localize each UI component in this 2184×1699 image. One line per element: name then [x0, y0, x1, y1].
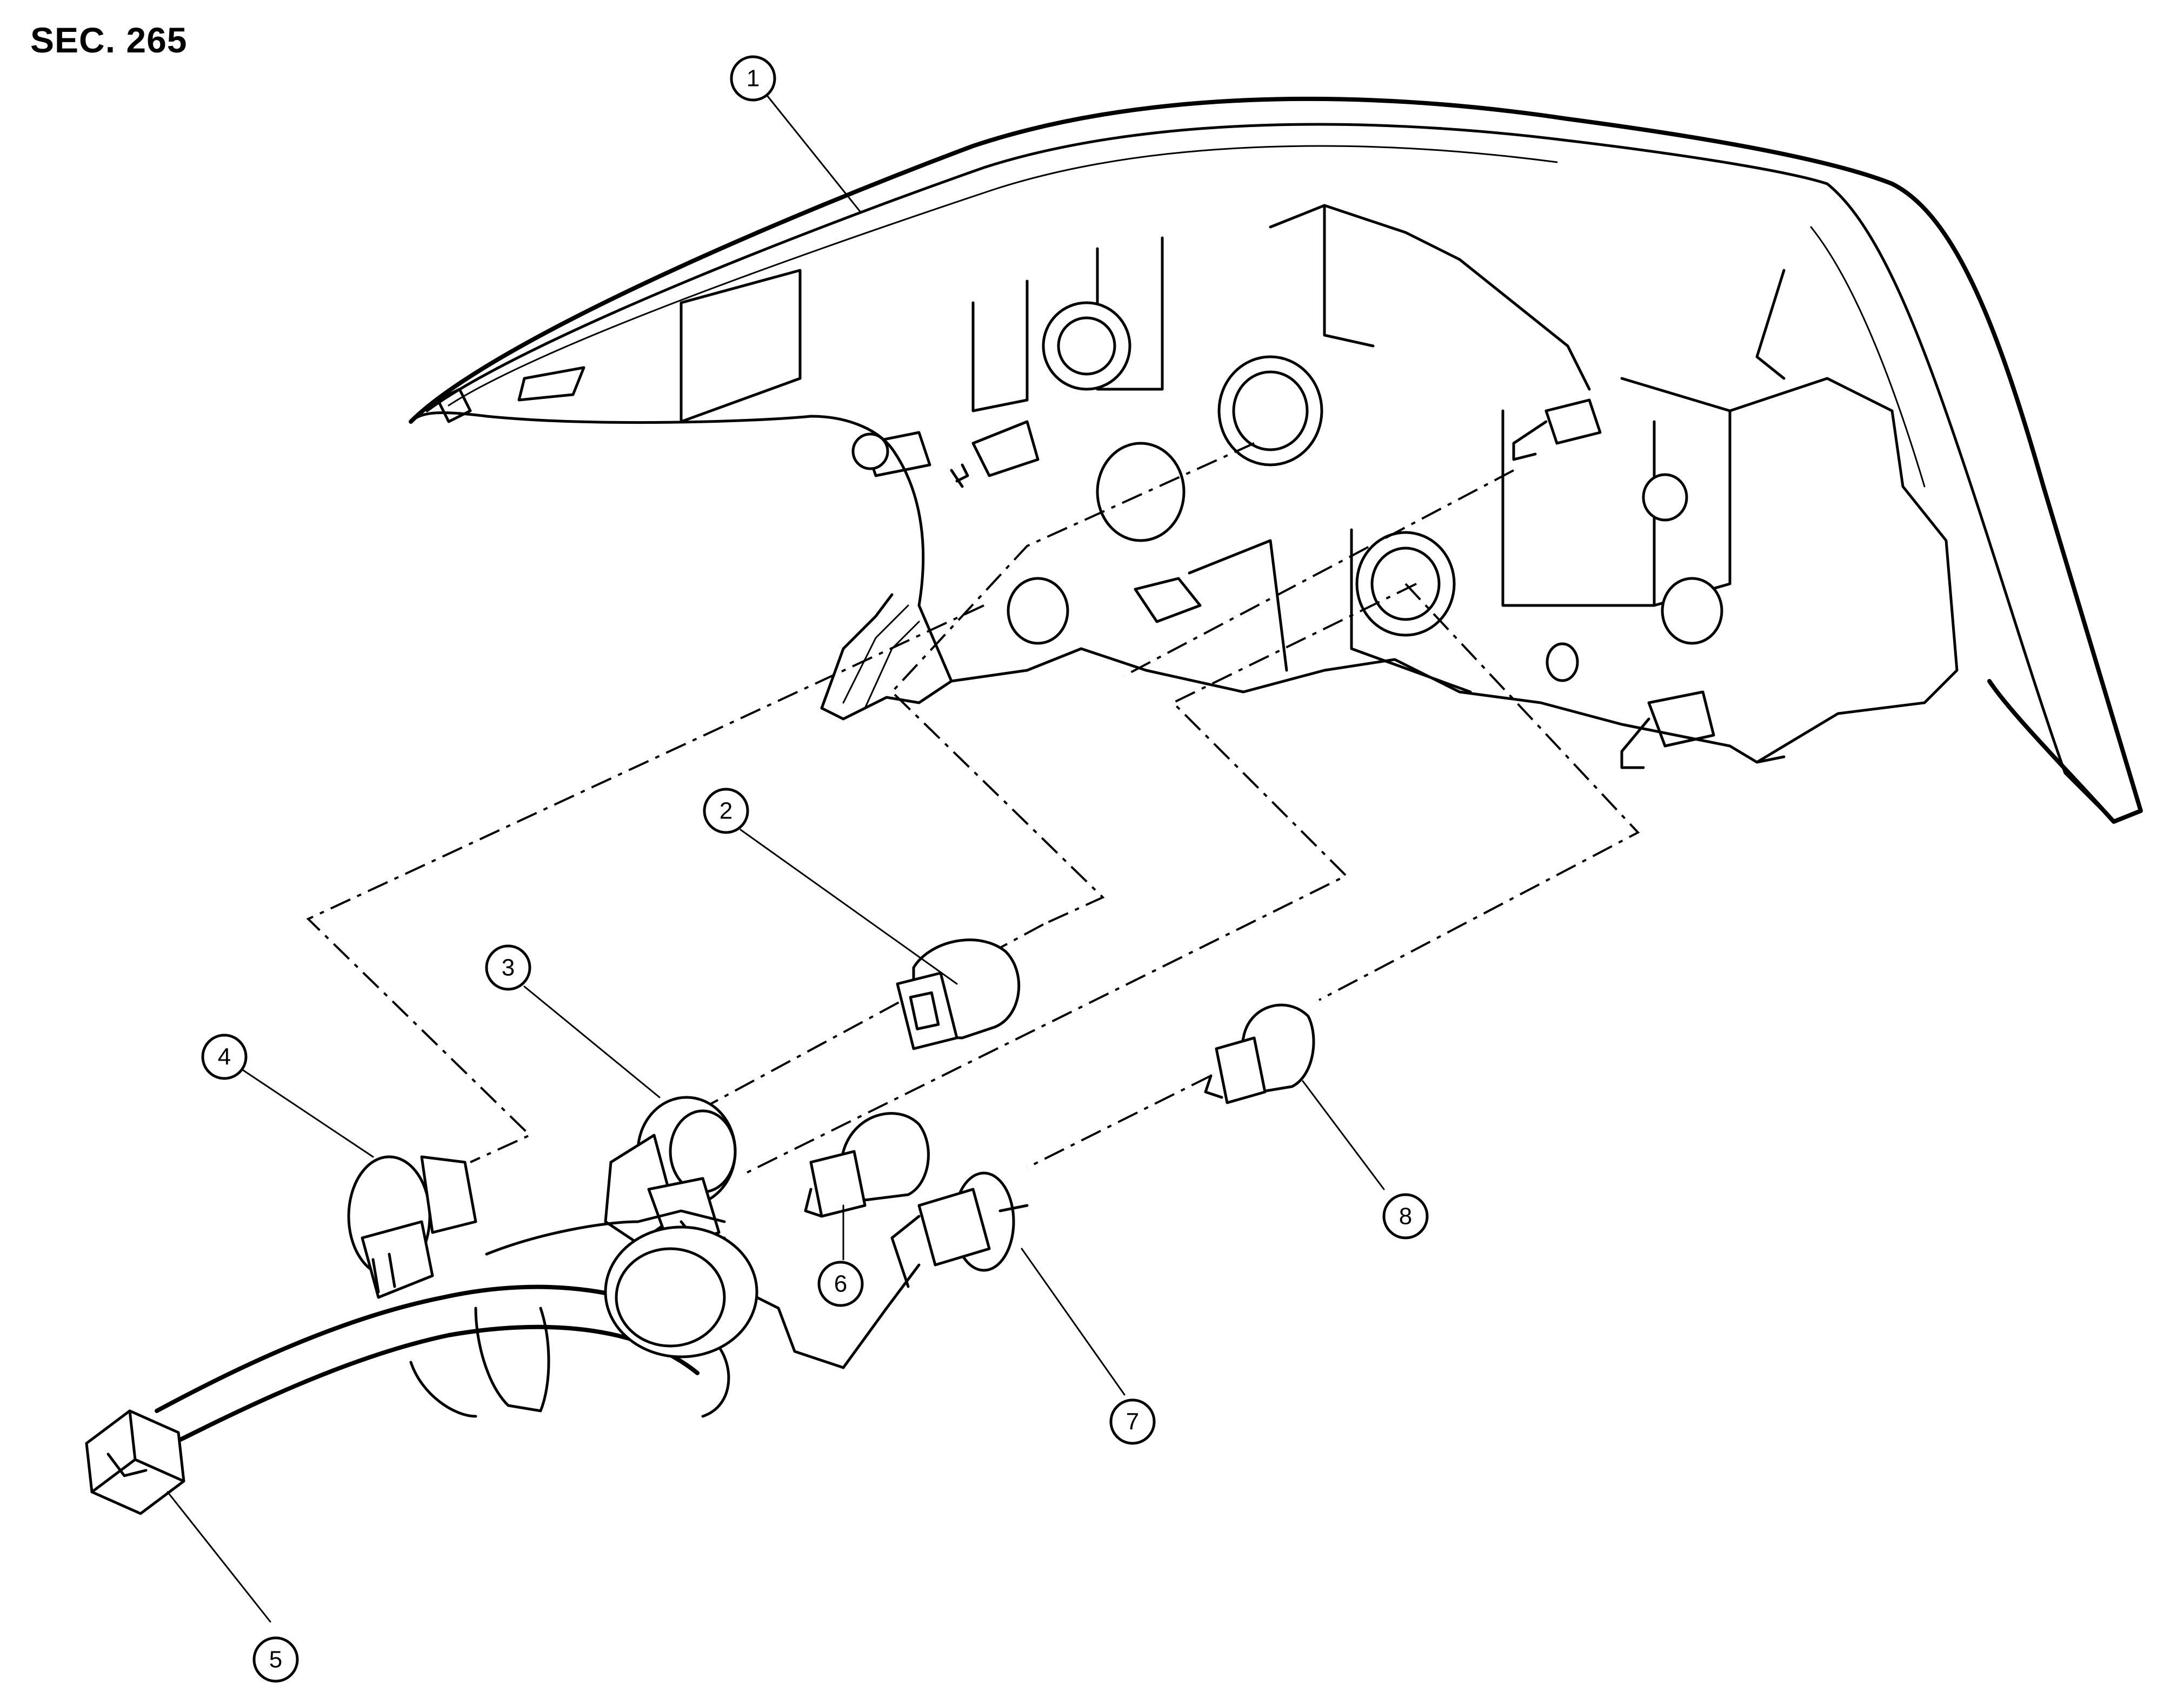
callout-leaders [167, 95, 1385, 1623]
wedge-bulb-8 [1204, 1003, 1315, 1104]
svg-text:3: 3 [502, 955, 515, 981]
callout-4: 4 [201, 1034, 248, 1080]
callout-8: 8 [1382, 1193, 1429, 1240]
svg-text:2: 2 [720, 798, 733, 824]
callout-2: 2 [703, 788, 749, 834]
rear-combination-lamp-housing [409, 96, 2143, 824]
lamp-harness [85, 1209, 921, 1515]
bulb-socket-3 [604, 1096, 737, 1250]
svg-text:8: 8 [1399, 1203, 1412, 1230]
bulb-socket-4 [347, 1155, 477, 1299]
bulb-socket-7 [890, 1171, 1029, 1288]
svg-text:1: 1 [747, 65, 760, 92]
svg-text:5: 5 [269, 1647, 282, 1673]
callout-7: 7 [1109, 1398, 1156, 1445]
callout-6: 6 [817, 1261, 864, 1307]
stop-tail-bulb [896, 938, 1021, 1050]
assembly-guide-lines [306, 442, 1640, 1174]
callout-3: 3 [485, 944, 531, 991]
callout-5: 5 [252, 1636, 299, 1683]
svg-text:4: 4 [218, 1044, 231, 1070]
section-label: SEC. 265 [30, 20, 188, 60]
svg-text:7: 7 [1126, 1409, 1139, 1435]
wedge-bulb-6 [804, 1112, 930, 1218]
svg-text:6: 6 [834, 1271, 847, 1297]
callout-1: 1 [730, 55, 776, 102]
